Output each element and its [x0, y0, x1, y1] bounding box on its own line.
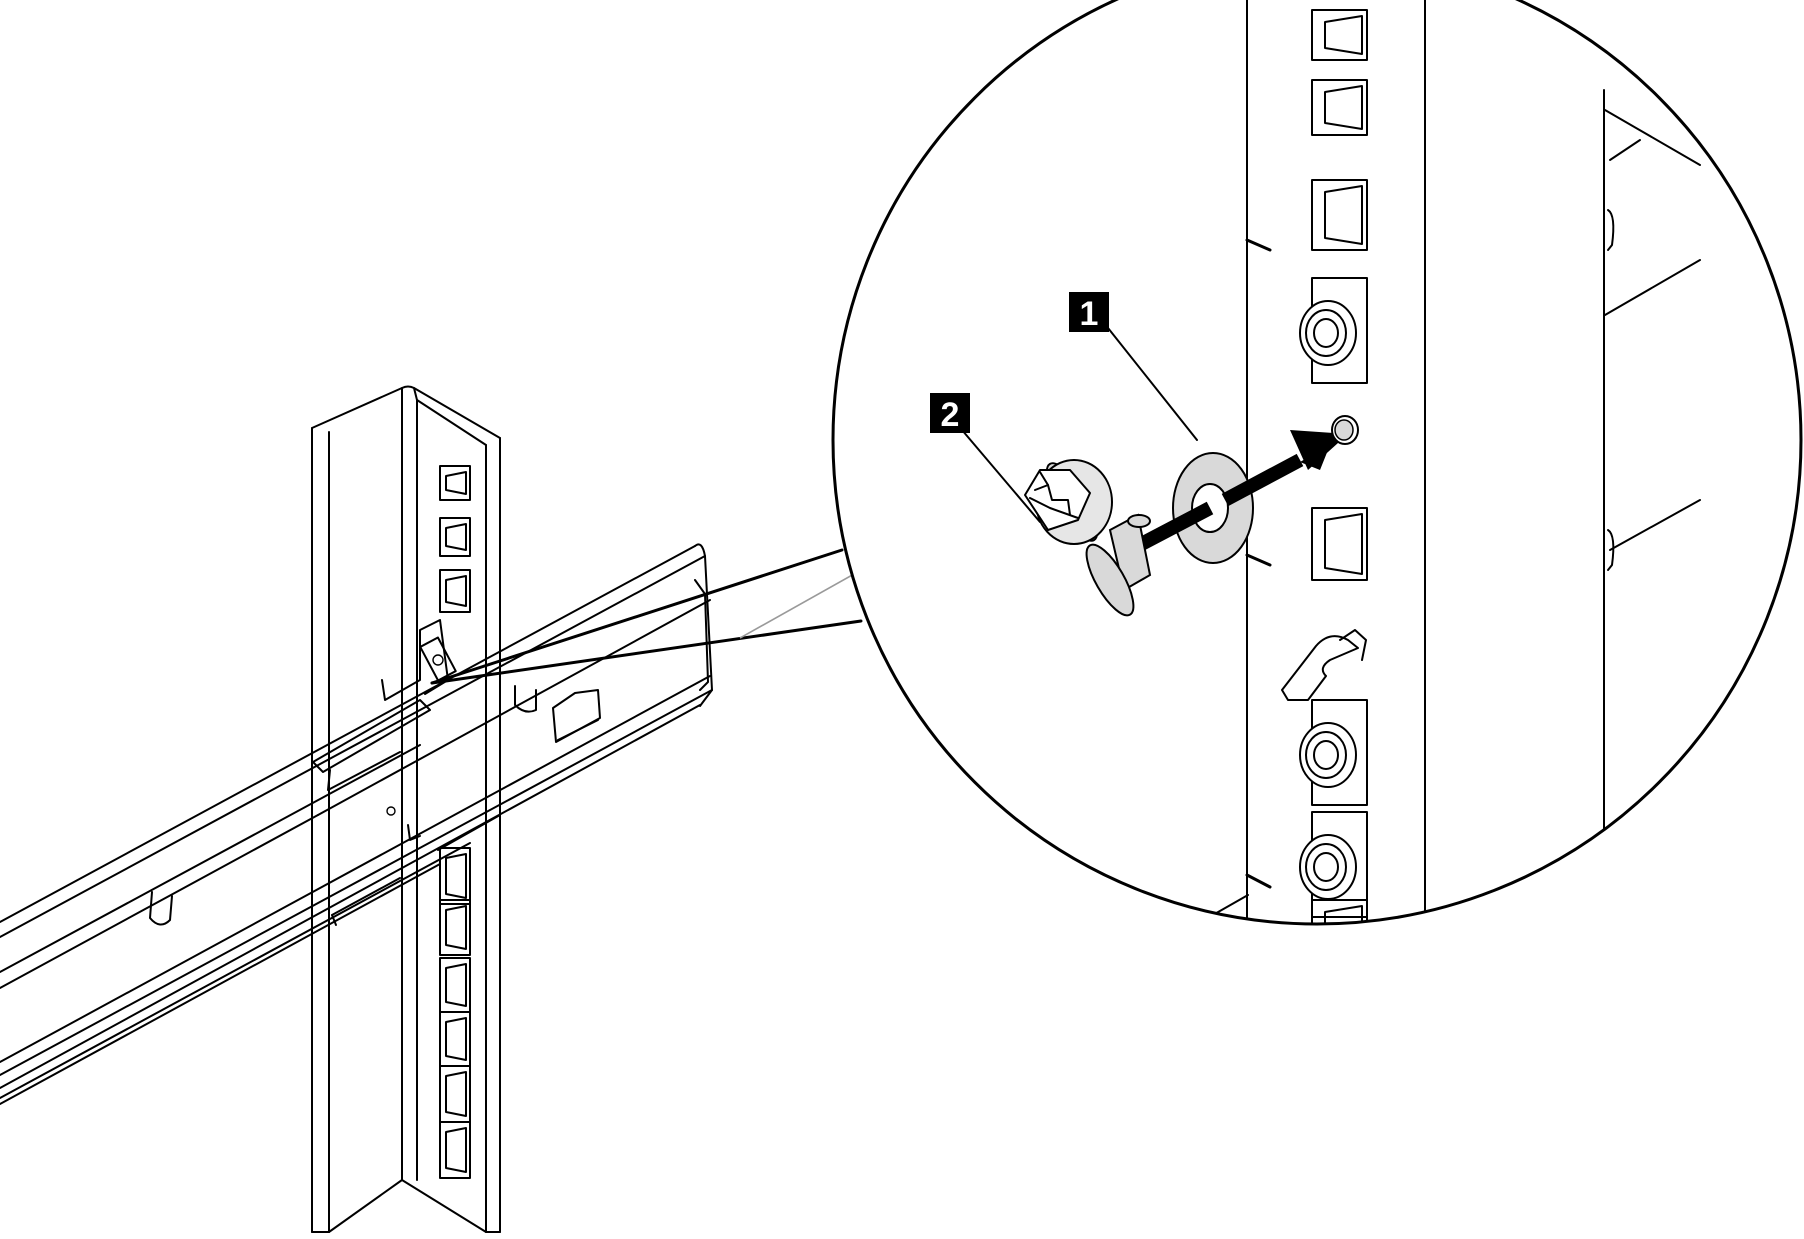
zoom-post-hole [1311, 79, 1368, 136]
screw [1024, 459, 1152, 617]
zoom-post-hole [1311, 9, 1368, 61]
post-hole [439, 1121, 471, 1179]
callout-2-label: 2 [941, 396, 960, 434]
post-hole [439, 1065, 471, 1123]
post-hole [439, 957, 471, 1013]
callout-2: 2 [930, 393, 970, 434]
zoom-post-hole [1311, 179, 1368, 251]
post-hole [439, 465, 471, 501]
slide-rail [0, 543, 713, 1105]
rack-post-holes [439, 465, 471, 1179]
washer [1172, 452, 1254, 564]
zoom-post-holes [1311, 9, 1368, 924]
callout-1: 1 [1069, 292, 1109, 333]
zoom-post-hole [1311, 899, 1368, 924]
rack-post [311, 385, 501, 1233]
post-hole [439, 1011, 471, 1067]
cage-nut [1299, 699, 1368, 806]
callout-2-leader [961, 429, 1041, 523]
cage-nut [1299, 277, 1368, 384]
callout-1-label: 1 [1080, 295, 1099, 333]
cage-nut [1299, 811, 1368, 918]
zoom-post-hole [1311, 507, 1368, 581]
callout-1-leader [1107, 327, 1198, 441]
post-hole [439, 517, 471, 557]
zoom-detail: 1 2 [831, 0, 1803, 926]
post-hole [439, 899, 471, 956]
post-hole [439, 569, 471, 613]
cage-nuts [1299, 277, 1368, 918]
